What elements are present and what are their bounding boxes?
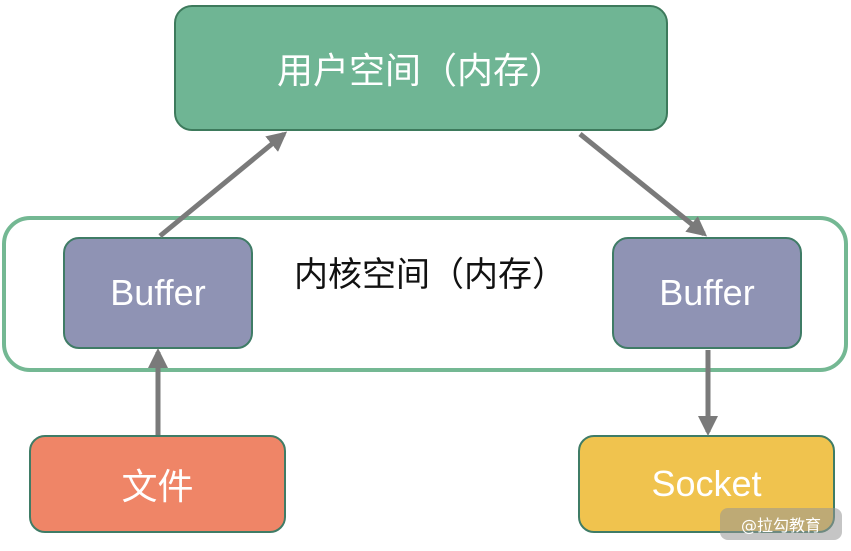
- kernel-space-label: 内核空间（内存）: [294, 255, 566, 295]
- buffer-left-node: Buffer: [63, 237, 253, 349]
- user-space-label: 用户空间（内存）: [276, 51, 565, 92]
- file-label: 文件: [121, 467, 194, 508]
- buffer-left-label: Buffer: [110, 272, 206, 313]
- user-space-node: 用户空间（内存）: [174, 5, 668, 131]
- watermark-label: @拉勾教育: [740, 516, 821, 535]
- socket-label: Socket: [651, 463, 762, 504]
- kernel-space-container: [2, 216, 848, 372]
- buffer-right-label: Buffer: [659, 272, 755, 313]
- file-node: 文件: [29, 435, 286, 533]
- buffer-right-node: Buffer: [612, 237, 802, 349]
- watermark-badge: @拉勾教育: [720, 508, 842, 540]
